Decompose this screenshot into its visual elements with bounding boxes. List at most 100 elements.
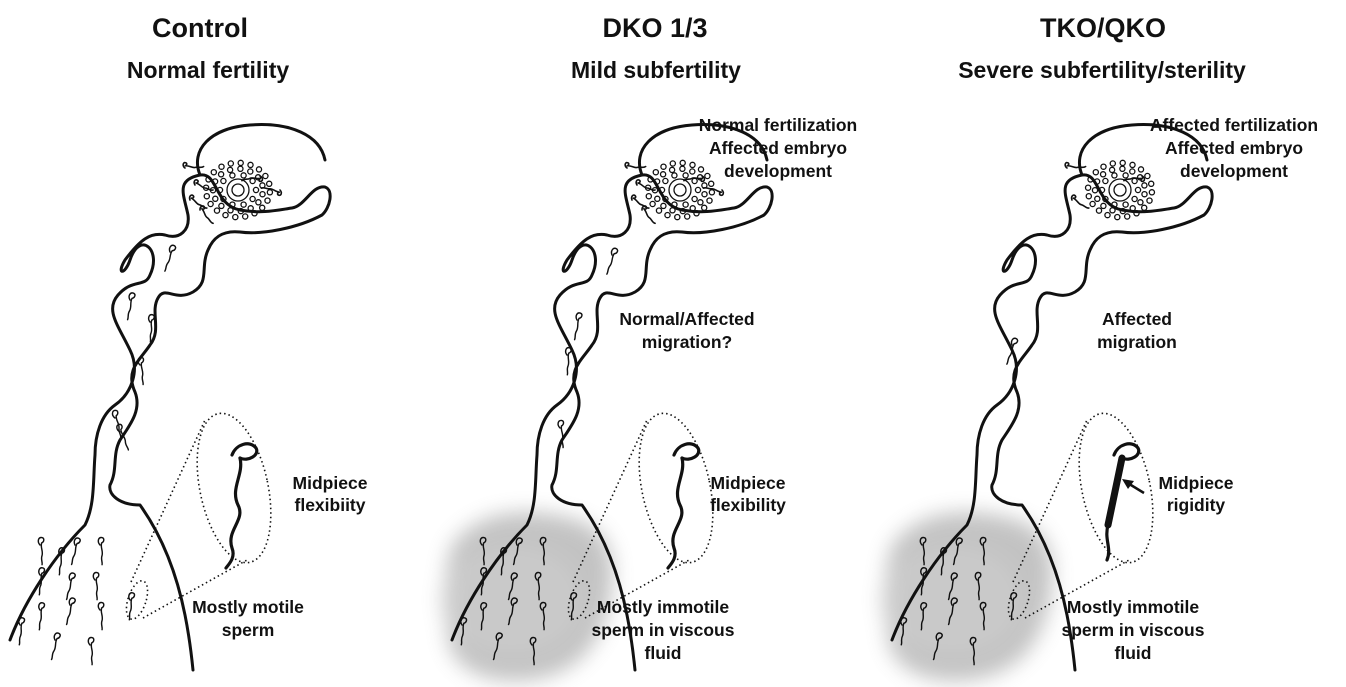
cumulus-cell [707,198,712,203]
sperm-cell [18,618,25,645]
cumulus-cell [1090,201,1095,206]
cumulus-cell [702,192,707,197]
cumulus-cell [1086,194,1091,199]
cumulus-cell [256,167,261,172]
cumulus-cell [670,208,675,213]
cumulus-cell [1110,208,1115,213]
sperm-cell [566,348,572,375]
fertilization-label-line-3: development [1180,161,1288,181]
panel-subtitle: Mild subfertility [571,57,741,83]
cumulus-cell [1142,183,1147,188]
sperm-cell [98,537,106,565]
sperm-cell [98,602,106,630]
inset-sperm [1107,444,1139,560]
cumulus-cell [665,213,670,218]
fertilization-label-line-3: development [724,161,832,181]
panel-dko: DKO 1/3 Mild subfertility Normal fertili… [442,13,857,681]
cumulus-cell [204,194,209,199]
sperm-cell [164,245,176,273]
inset-label-line-1: Midpiece [293,473,368,493]
cumulus-cell [1110,161,1115,166]
cumulus-cell [1132,196,1137,201]
rigid-midpiece [1108,458,1122,525]
cumulus-cell [1093,170,1098,175]
cumulus-cell [680,160,685,165]
cumulus-cell [661,172,666,177]
cumulus-cell [267,190,272,195]
bottom-label-line-3: fluid [1115,643,1152,663]
sperm-cell [65,573,75,601]
cumulus-cell [1096,208,1101,213]
cumulus-cell [1135,187,1140,192]
bottom-label-line-2: sperm in viscous [592,620,735,640]
cumulus-cell [263,173,268,178]
cumulus-cell [1103,178,1108,183]
sperm-cell [624,157,645,173]
fertilization-label-line-2: Affected embryo [709,138,847,158]
cumulus-cell [1147,198,1152,203]
cumulus-cell [1149,190,1154,195]
cumulus-cell [709,181,714,186]
bottom-label-line-3: fluid [645,643,682,663]
sperm-cell [630,195,650,209]
sperm-cell [93,572,101,600]
cumulus-cell [1086,185,1091,190]
inset-ellipse [185,407,283,570]
cumulus-cell [692,196,697,201]
cumulus-cell [1095,196,1100,201]
inset-sperm [226,444,257,568]
sperm-cell [38,537,46,565]
sperm-cell [188,195,208,209]
cumulus-cell [1130,169,1135,174]
cumulus-cell [702,205,707,210]
cumulus-cell [650,201,655,206]
cumulus-cell [256,200,261,205]
sperm-cell [65,598,75,626]
cumulus-cell [1125,214,1130,219]
sperm-cell [70,538,80,566]
sperm-cell [1064,157,1085,173]
bottom-label-line-1: Mostly motile [192,597,304,617]
cumulus-cell [1112,173,1117,178]
cumulus-cell [690,162,695,167]
cumulus-cell [221,178,226,183]
cumulus-cell [695,187,700,192]
cumulus-cell [233,215,238,220]
cumulus-cell [1138,167,1143,172]
cumulus-cell [248,162,253,167]
cumulus-cell [219,164,224,169]
viscous-fluid [882,512,1053,681]
cumulus-cell [228,208,233,213]
migration-label-line-2: migration [1097,332,1177,352]
cumulus-cell [265,198,270,203]
panel-title: DKO 1/3 [602,13,707,43]
cumulus-cell [661,203,666,208]
inset-label-line-1: Midpiece [1159,473,1234,493]
panel-tko-qko: TKO/QKO Severe subfertility/sterility Af… [882,13,1318,681]
panel-subtitle: Normal fertility [127,57,290,83]
cumulus-cell [213,196,218,201]
cumulus-cell [1138,200,1143,205]
cumulus-cell [675,215,680,220]
cumulus-cell [1092,188,1097,193]
cumulus-cell [663,178,668,183]
inset-label-line-2: flexibiity [295,495,366,515]
cumulus-cell [211,170,216,175]
cumulus-cell [238,166,243,171]
cumulus-cell [1110,167,1115,172]
migration-label-line-1: Affected [1102,309,1172,329]
sperm-cell [38,603,45,630]
cumulus-cell [243,214,248,219]
migration-label-line-2: migration? [642,332,732,352]
sperm-cell [182,157,203,173]
panel-control: Control Normal fertility Midpiece flexib… [10,13,368,670]
panel-title: TKO/QKO [1040,13,1166,43]
inset-label-line-1: Midpiece [711,473,786,493]
cumulus-cell [250,196,255,201]
cumulus-cell [690,169,695,174]
cumulus-cell [653,170,658,175]
cumulus-cell [267,181,272,186]
fertilization-label-line-1: Normal fertilization [699,115,858,135]
sperm-cell [1070,195,1090,209]
